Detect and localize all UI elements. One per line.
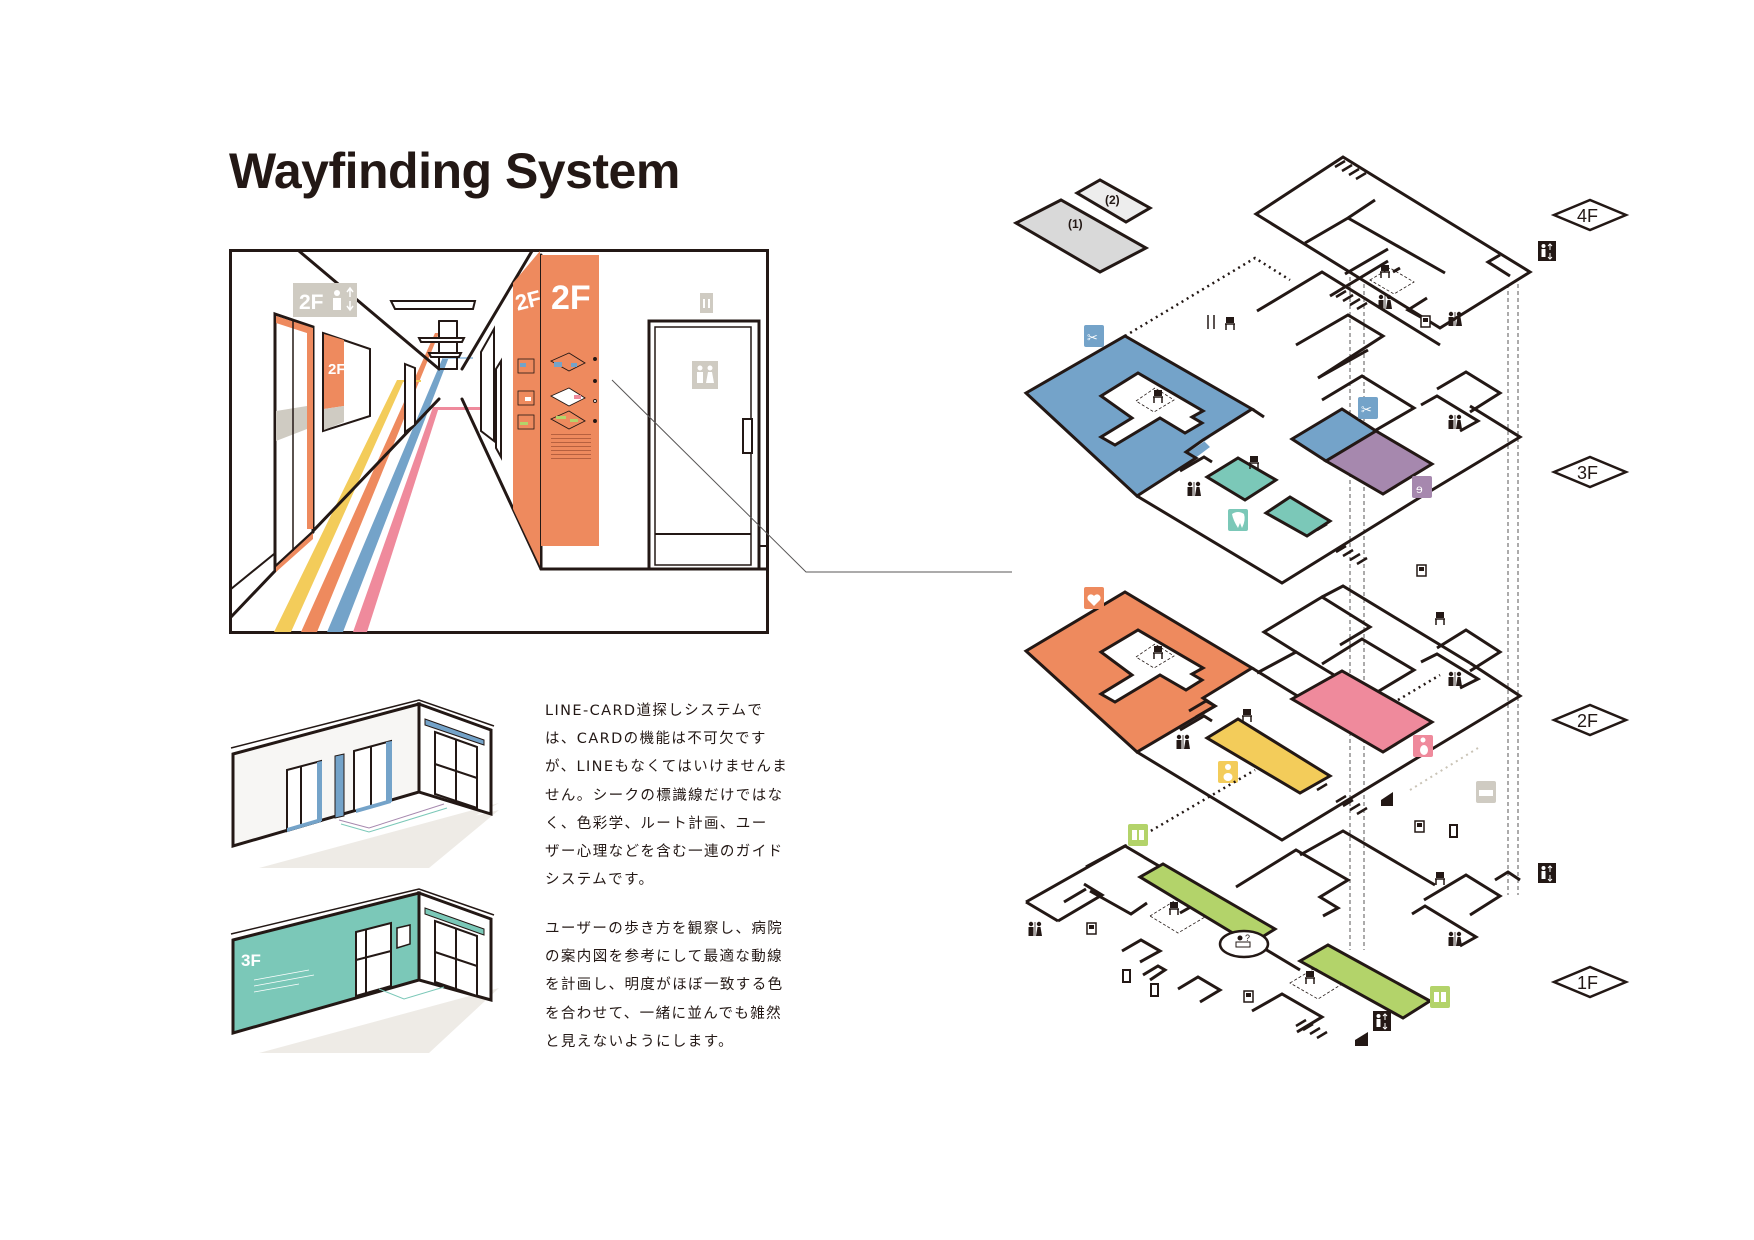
description-paragraph-2: ユーザーの歩き方を観察し、病院 の案内図を参考にして最適な動線 を計画し、明度が… [545,915,785,1056]
floor-4f [1253,155,1533,330]
legend-block-2: (2) [1074,178,1154,224]
bed-icon [1476,781,1496,803]
guide-line-pink [353,407,439,632]
description-paragraph-1: LINE-CARD道探しシステムで は、CARDの機能は不可欠です が、LINE… [545,697,789,894]
mini-plan-side [517,358,535,430]
restaurant-icon [1207,315,1215,329]
zone-obstetrics [1288,669,1435,754]
pillar-front: 2F [541,255,599,546]
mini-floor-plan [549,352,597,430]
ear-icon: ɘ [1412,476,1432,498]
floor-4f-icons [1369,240,1557,310]
window-right [434,730,478,810]
text-line: く、色彩学、ルート計画、ユー [545,815,768,832]
svg-text:ɘ: ɘ [1416,482,1423,496]
exit-icon [1122,824,1458,997]
ceiling-light [417,337,466,343]
text-line: ユーザーの歩き方を観察し、病院 [545,921,784,937]
floor-tag-label: 2F [1577,711,1598,731]
room-illustration-teal: 3F [230,888,499,1053]
floor-tag-label: 3F [1577,463,1598,483]
ceiling-light [389,300,477,310]
zone-ent [1323,429,1435,496]
floor-tag-4f: 4F [1550,198,1630,232]
zone-dental-2 [1263,495,1333,538]
door [355,921,392,998]
pillar-front-label: 2F [551,279,591,317]
text-line: LINE-CARD道探しシステムで [545,703,764,719]
pillar-side: 2F [513,251,544,566]
restroom-door [647,293,761,571]
text-line: の案内図を参考にして最適な動線 [545,949,784,966]
escalator-icon [1355,1032,1368,1046]
legend-label-1: (1) [1068,217,1083,231]
floor-sign: 2F [293,283,357,317]
isometric-floor-plan: (1) (2) [1012,155,1630,1046]
floor-tag-1f: 1F [1550,965,1630,999]
text-line: せん。シークの標識線だけではな [545,787,784,804]
text-line: を計画し、明度がほぼ一致する色 [545,977,784,994]
text-line: ザー心理などを含む一連のガイド [545,844,784,861]
floor-tag-label: 1F [1577,973,1598,993]
ceiling-light [427,352,463,358]
text-line: を合わせて、一緒に並んでも雑然 [545,1005,783,1022]
wall-sign [396,924,411,950]
page-title: Wayfinding System [229,143,680,199]
pillar-side-label: 2F [513,285,544,315]
medicine-icon [1430,986,1450,1008]
floor-1f: ? [1025,768,1557,1046]
door-right [353,739,392,813]
room-illustration-white [230,699,499,868]
scissors-icon: ✂ [1084,325,1104,347]
room-floor-label: 3F [241,951,261,970]
zone-pharmacy-1 [1137,862,1278,946]
legend-block-1: (1) [1012,198,1150,274]
text-line: システムです。 [545,872,655,889]
floor-2f [1023,544,1523,842]
floor-sign-label: 2F [299,291,324,314]
text-line: と見えないようにします。 [545,1033,735,1050]
restroom-sign-top [700,293,713,313]
restroom-sign [692,361,718,389]
child-icon [1218,761,1238,783]
left-wall-door [273,311,315,572]
corridor-illustration: 2F 2F 2F 2F [229,249,769,634]
legend-label-2: (2) [1105,193,1120,207]
floor-3f: ✂ ✂ ɘ [1023,256,1523,585]
floor-tag-label: 4F [1577,206,1598,226]
floor-tag-3f: 3F [1550,455,1630,489]
floor-tag-2f: 2F [1550,703,1630,737]
information-desk: ? [1218,929,1270,959]
scissors-icon: ✂ [1358,397,1378,419]
svg-text:✂: ✂ [1361,402,1372,417]
zone-dental-1 [1204,456,1279,502]
restroom-elevator-icon [333,286,354,312]
text-line: が、LINEもなくてはいけませんま [545,759,789,776]
floor-guide-purple [338,803,445,829]
pregnant-icon [1413,735,1433,757]
escalator-icon [1381,792,1393,806]
svg-text:✂: ✂ [1087,330,1098,345]
tooth-icon [1228,509,1248,531]
floor-guide-teal [378,986,445,1000]
svg-text:?: ? [1245,933,1250,943]
zone-pediatrics [1204,717,1333,795]
heart-icon [1084,587,1104,609]
floor-guide-teal [340,807,448,833]
guide-line-blue [327,357,449,632]
wall-poster: 2F [322,331,371,433]
medicine-icon [1128,824,1148,846]
wall-poster-label: 2F [328,361,346,378]
guide-line-yellow [274,380,404,632]
text-line: は、CARDの機能は不可欠です [545,731,767,748]
braille-dots [551,434,591,459]
zone-pharmacy-2 [1296,943,1433,1020]
